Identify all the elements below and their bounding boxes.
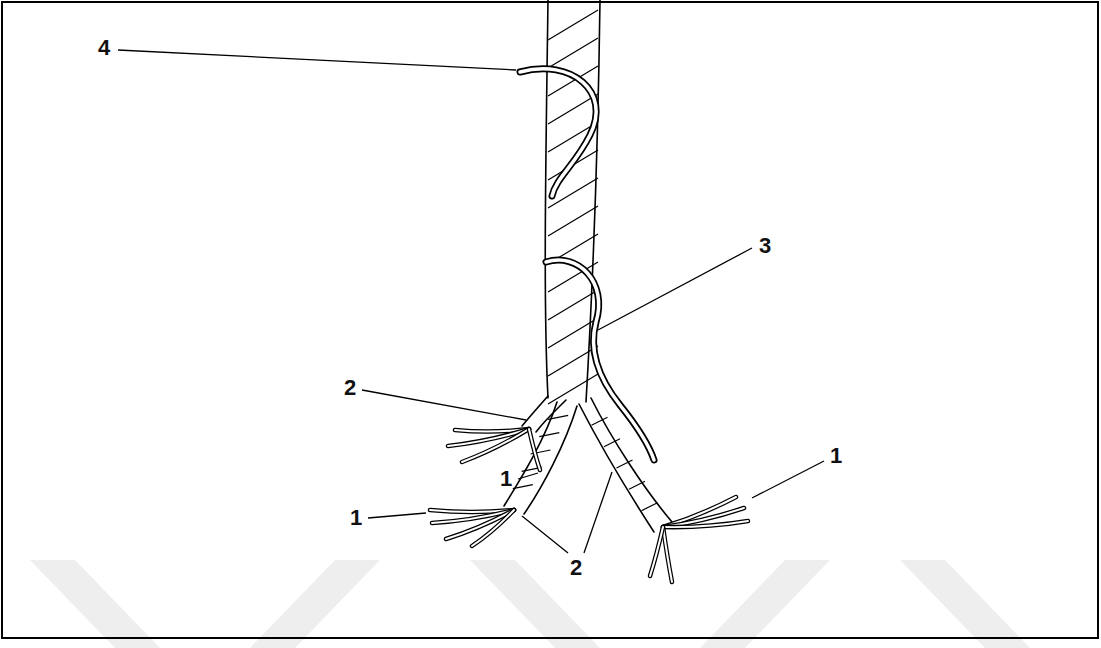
callout-number: 4: [97, 37, 111, 59]
callout-number: 1: [829, 445, 843, 467]
callout-number: 2: [343, 377, 357, 399]
rope: [504, 0, 672, 532]
lay-line: [548, 206, 598, 236]
leader-lines: [118, 50, 824, 553]
callout-number: 3: [758, 235, 772, 257]
lay-line: [539, 433, 559, 437]
wire: [663, 521, 748, 527]
lay-line: [548, 290, 598, 320]
lay-line: [548, 38, 598, 68]
lay-line: [617, 460, 633, 468]
wire: [462, 429, 529, 462]
callout-number: 2: [569, 557, 583, 579]
wire: [472, 510, 514, 546]
lay-line: [548, 10, 598, 40]
lay-line: [548, 415, 568, 419]
wire: [446, 510, 514, 539]
wire-ends: [430, 429, 748, 582]
seizing-wire: [520, 69, 654, 460]
strand-lay: [513, 10, 658, 511]
lay-line: [592, 417, 608, 425]
lay-line: [513, 485, 533, 489]
lay-line: [548, 346, 598, 376]
lay-line: [548, 374, 598, 404]
wire: [462, 429, 529, 462]
lay-line: [604, 439, 620, 447]
lay-line: [629, 481, 645, 489]
watermark: [30, 560, 1030, 648]
wire: [663, 521, 748, 527]
frame: [2, 2, 1098, 638]
wire: [663, 527, 672, 582]
wire: [529, 429, 540, 470]
callout-number: 1: [349, 507, 363, 529]
wire: [650, 527, 663, 576]
wire: [472, 510, 514, 546]
callout-number: 1: [499, 468, 513, 490]
lay-line: [642, 503, 658, 511]
wire: [529, 429, 540, 470]
wire: [446, 510, 514, 539]
wire: [650, 527, 663, 576]
wire: [663, 527, 672, 582]
